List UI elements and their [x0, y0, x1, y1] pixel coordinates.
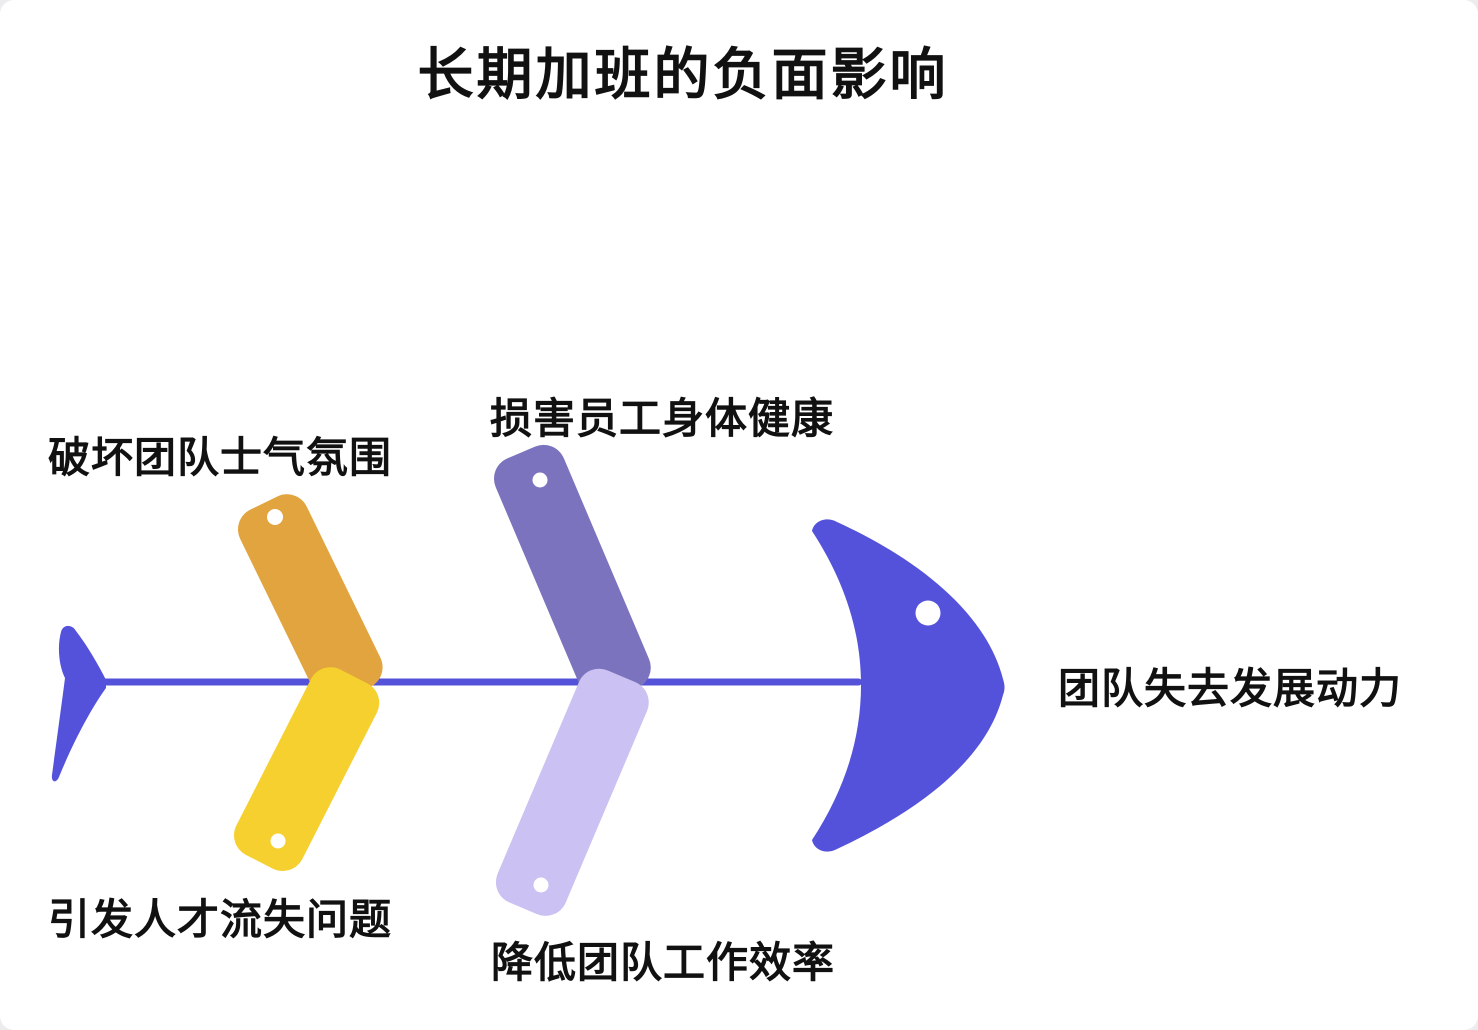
fish-spine	[100, 678, 862, 686]
fish-head	[812, 519, 1005, 852]
bone-cause-bottom-1	[234, 667, 380, 871]
cause-label-bottom-1: 引发人才流失问题	[48, 896, 393, 943]
cause-label-bottom-2: 降低团队工作效率	[491, 939, 836, 986]
effect-label: 团队失去发展动力	[1058, 665, 1403, 712]
fish-tail	[51, 625, 106, 782]
cause-label-top-2: 损害员工身体健康	[490, 395, 835, 442]
bone-cause-bottom-2	[495, 668, 649, 916]
bone-dot-top-1	[267, 509, 283, 525]
bone-cause-top-1	[237, 494, 383, 703]
bone-cause-top-2	[493, 444, 651, 702]
cause-label-top-1: 破坏团队士气氛围	[48, 434, 393, 481]
page-title: 长期加班的负面影响	[417, 43, 949, 106]
bone-dot-top-2	[532, 472, 548, 488]
bone-dot-bottom-2	[533, 877, 549, 893]
fish-eye	[915, 600, 941, 626]
bone-dot-bottom-1	[270, 833, 286, 849]
